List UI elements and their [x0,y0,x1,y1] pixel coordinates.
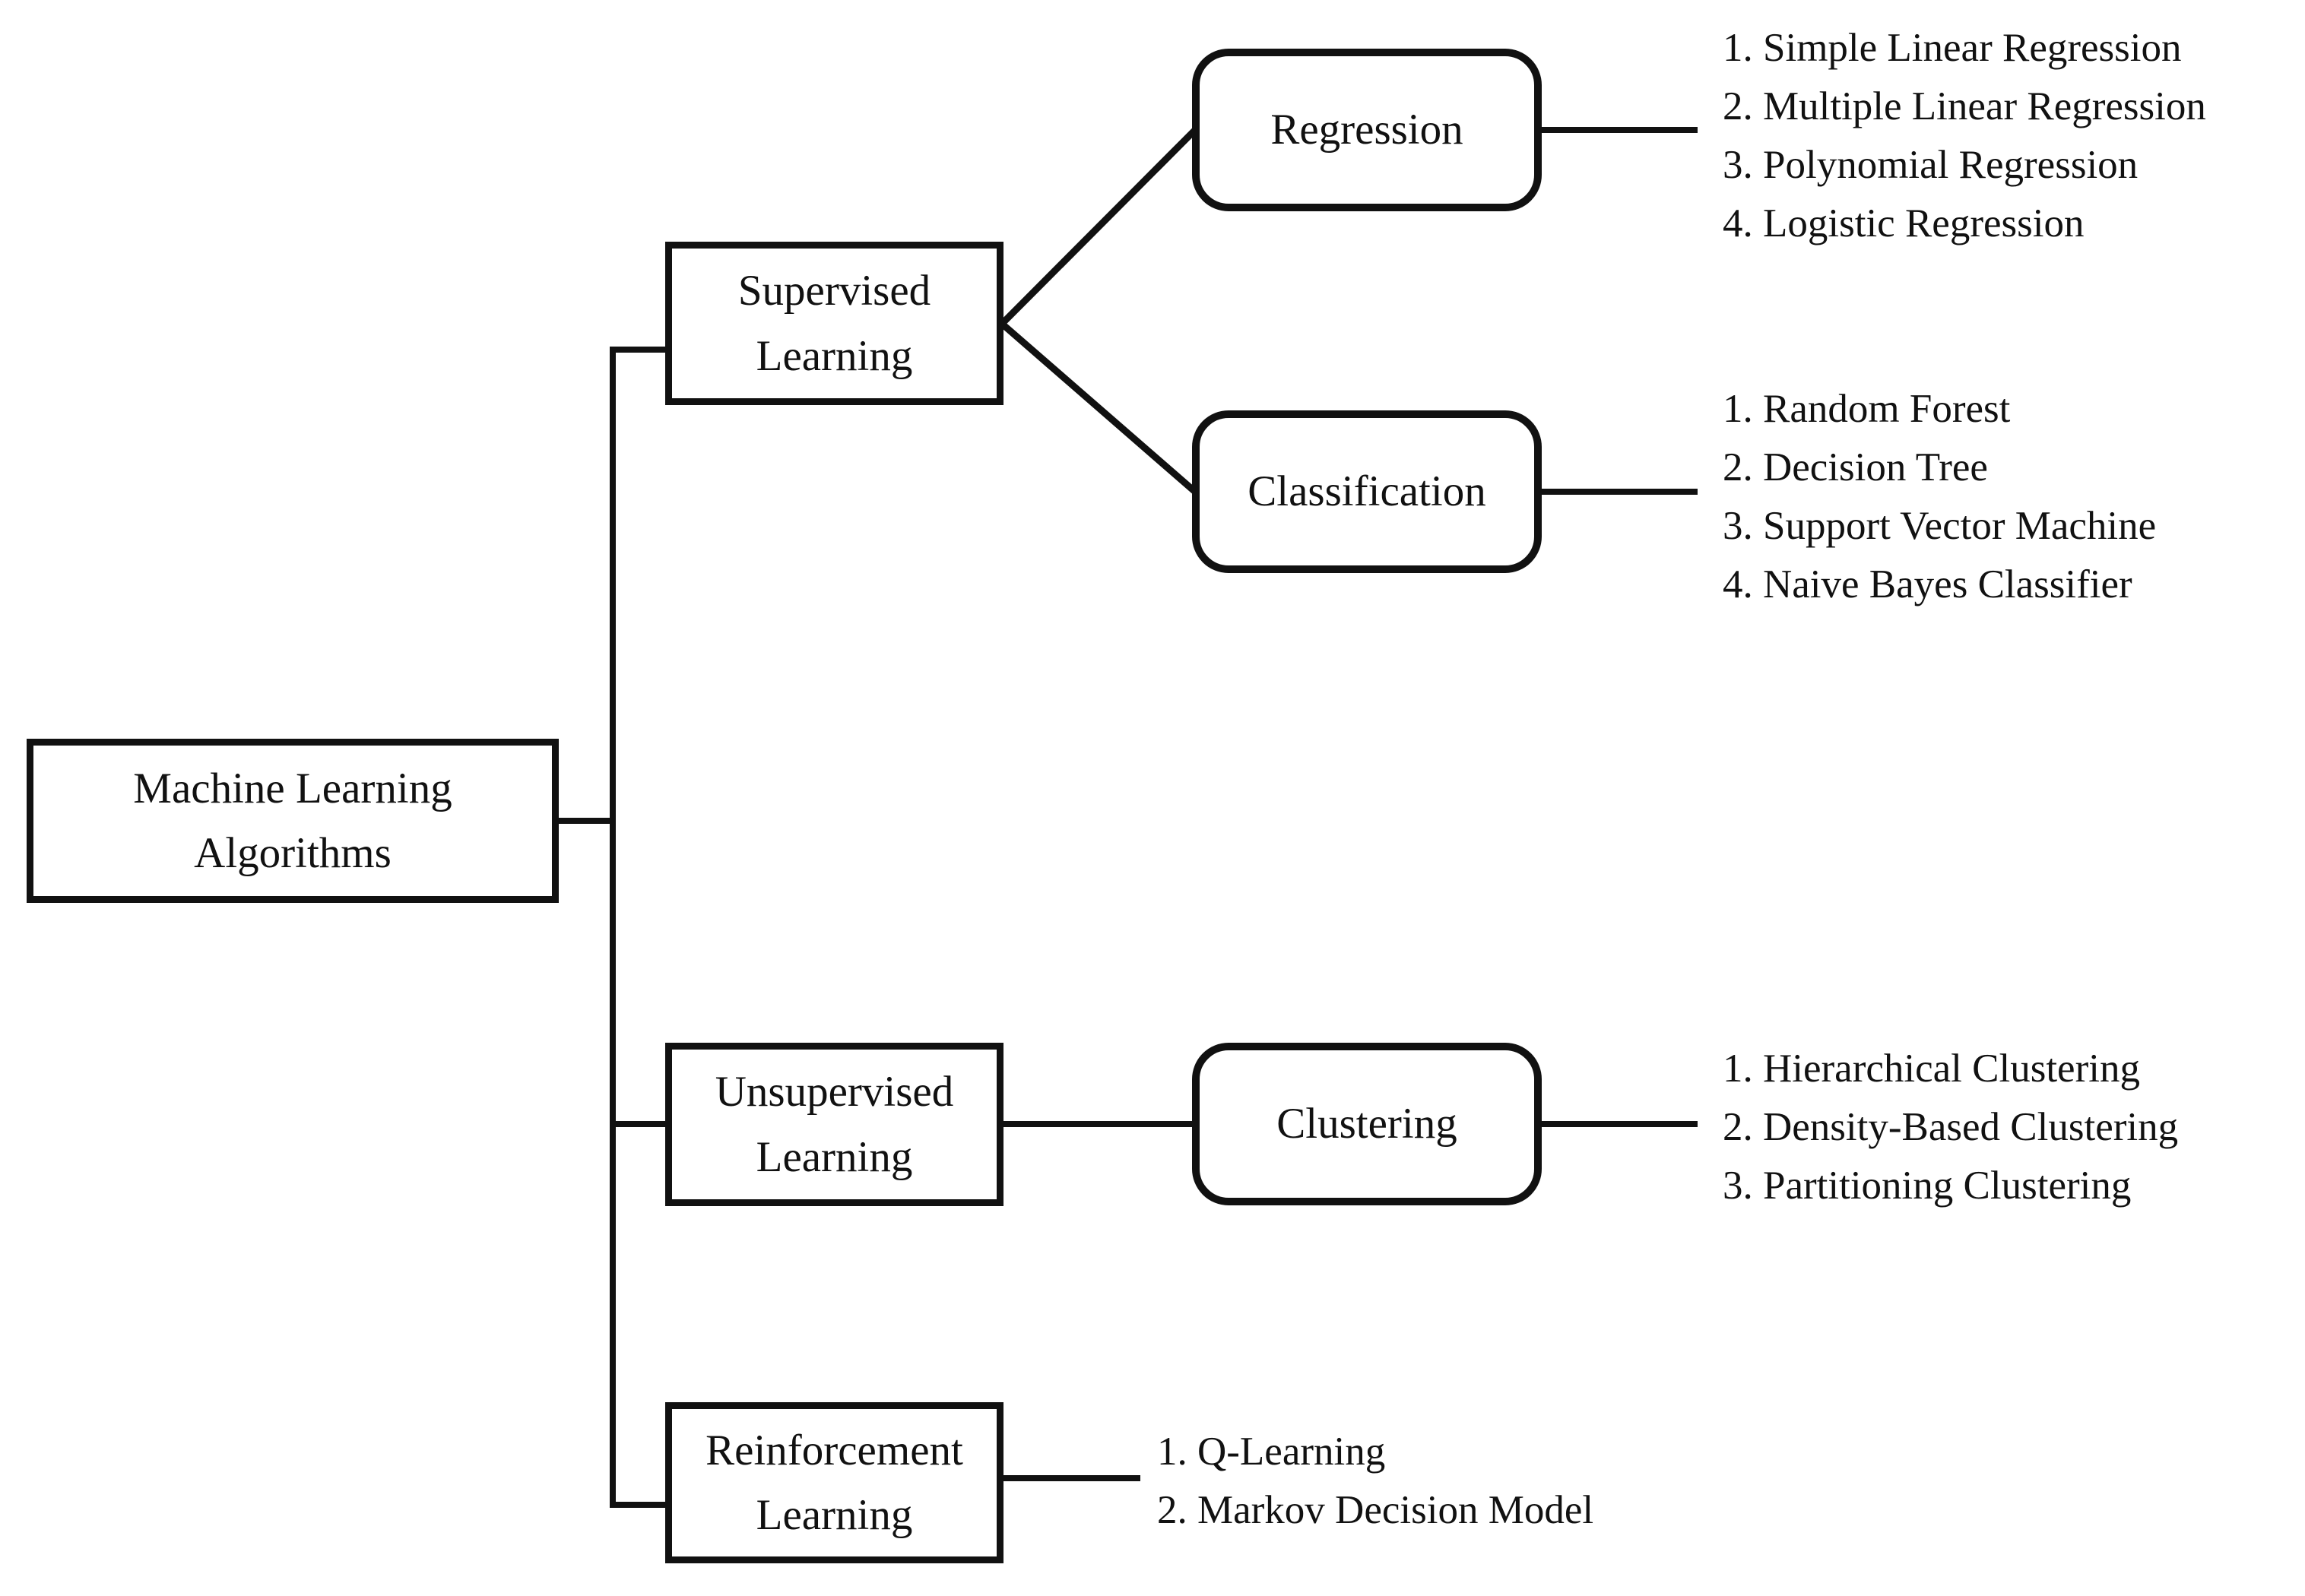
connector-trunk-to-supervised [610,347,665,353]
branch-node-label: Supervised Learning [737,267,931,380]
connector-reinforcement-to-list [1003,1475,1140,1481]
category-node-regression: Regression [1192,49,1542,211]
list-item: 1. Q-Learning [1157,1430,1386,1474]
category-node-label: Clustering [1276,1100,1457,1148]
category-node-label: Regression [1270,106,1463,154]
branch-diagonal-to-classification [1000,321,1197,495]
list-item: 4. Logistic Regression [1723,201,2085,245]
connector-classification-to-list [1542,489,1698,495]
root-node-machine-learning-algorithms: Machine Learning Algorithms [27,739,559,903]
branch-node-reinforcement-learning: Reinforcement Learning [665,1402,1003,1563]
branch-node-supervised-learning: Supervised Learning [665,242,1003,405]
category-node-label: Classification [1248,467,1486,516]
branch-node-unsupervised-learning: Unsupervised Learning [665,1043,1003,1206]
list-classification-algorithms: 1. Random Forest 2. Decision Tree 3. Sup… [1723,380,2156,614]
branch-diagonal-to-regression [999,127,1198,327]
category-node-clustering: Clustering [1192,1043,1542,1205]
connector-unsupervised-to-clustering [1003,1121,1192,1127]
root-node-label: Machine Learning Algorithms [133,764,452,878]
list-clustering-algorithms: 1. Hierarchical Clustering 2. Density-Ba… [1723,1040,2178,1215]
list-item: 1. Hierarchical Clustering [1723,1047,2140,1091]
list-reinforcement-algorithms: 1. Q-Learning 2. Markov Decision Model [1157,1423,1593,1540]
branch-node-label: Reinforcement Learning [705,1426,963,1540]
list-item: 3. Partitioning Clustering [1723,1164,2132,1208]
connector-root-to-trunk [559,818,616,824]
list-item: 3. Support Vector Machine [1723,504,2157,548]
category-node-classification: Classification [1192,410,1542,573]
list-item: 3. Polynomial Regression [1723,143,2139,187]
list-item: 1. Random Forest [1723,387,2011,431]
list-regression-algorithms: 1. Simple Linear Regression 2. Multiple … [1723,19,2206,253]
list-item: 4. Naive Bayes Classifier [1723,562,2132,606]
tree-trunk-line [610,347,616,1508]
list-item: 2. Markov Decision Model [1157,1488,1594,1532]
list-item: 1. Simple Linear Regression [1723,26,2182,70]
branch-node-label: Unsupervised Learning [715,1068,954,1181]
connector-regression-to-list [1542,127,1698,133]
connector-clustering-to-list [1542,1121,1698,1127]
connector-trunk-to-unsupervised [610,1121,665,1127]
connector-trunk-to-reinforcement [610,1502,665,1508]
list-item: 2. Multiple Linear Regression [1723,84,2206,128]
list-item: 2. Decision Tree [1723,445,1988,489]
list-item: 2. Density-Based Clustering [1723,1105,2179,1149]
